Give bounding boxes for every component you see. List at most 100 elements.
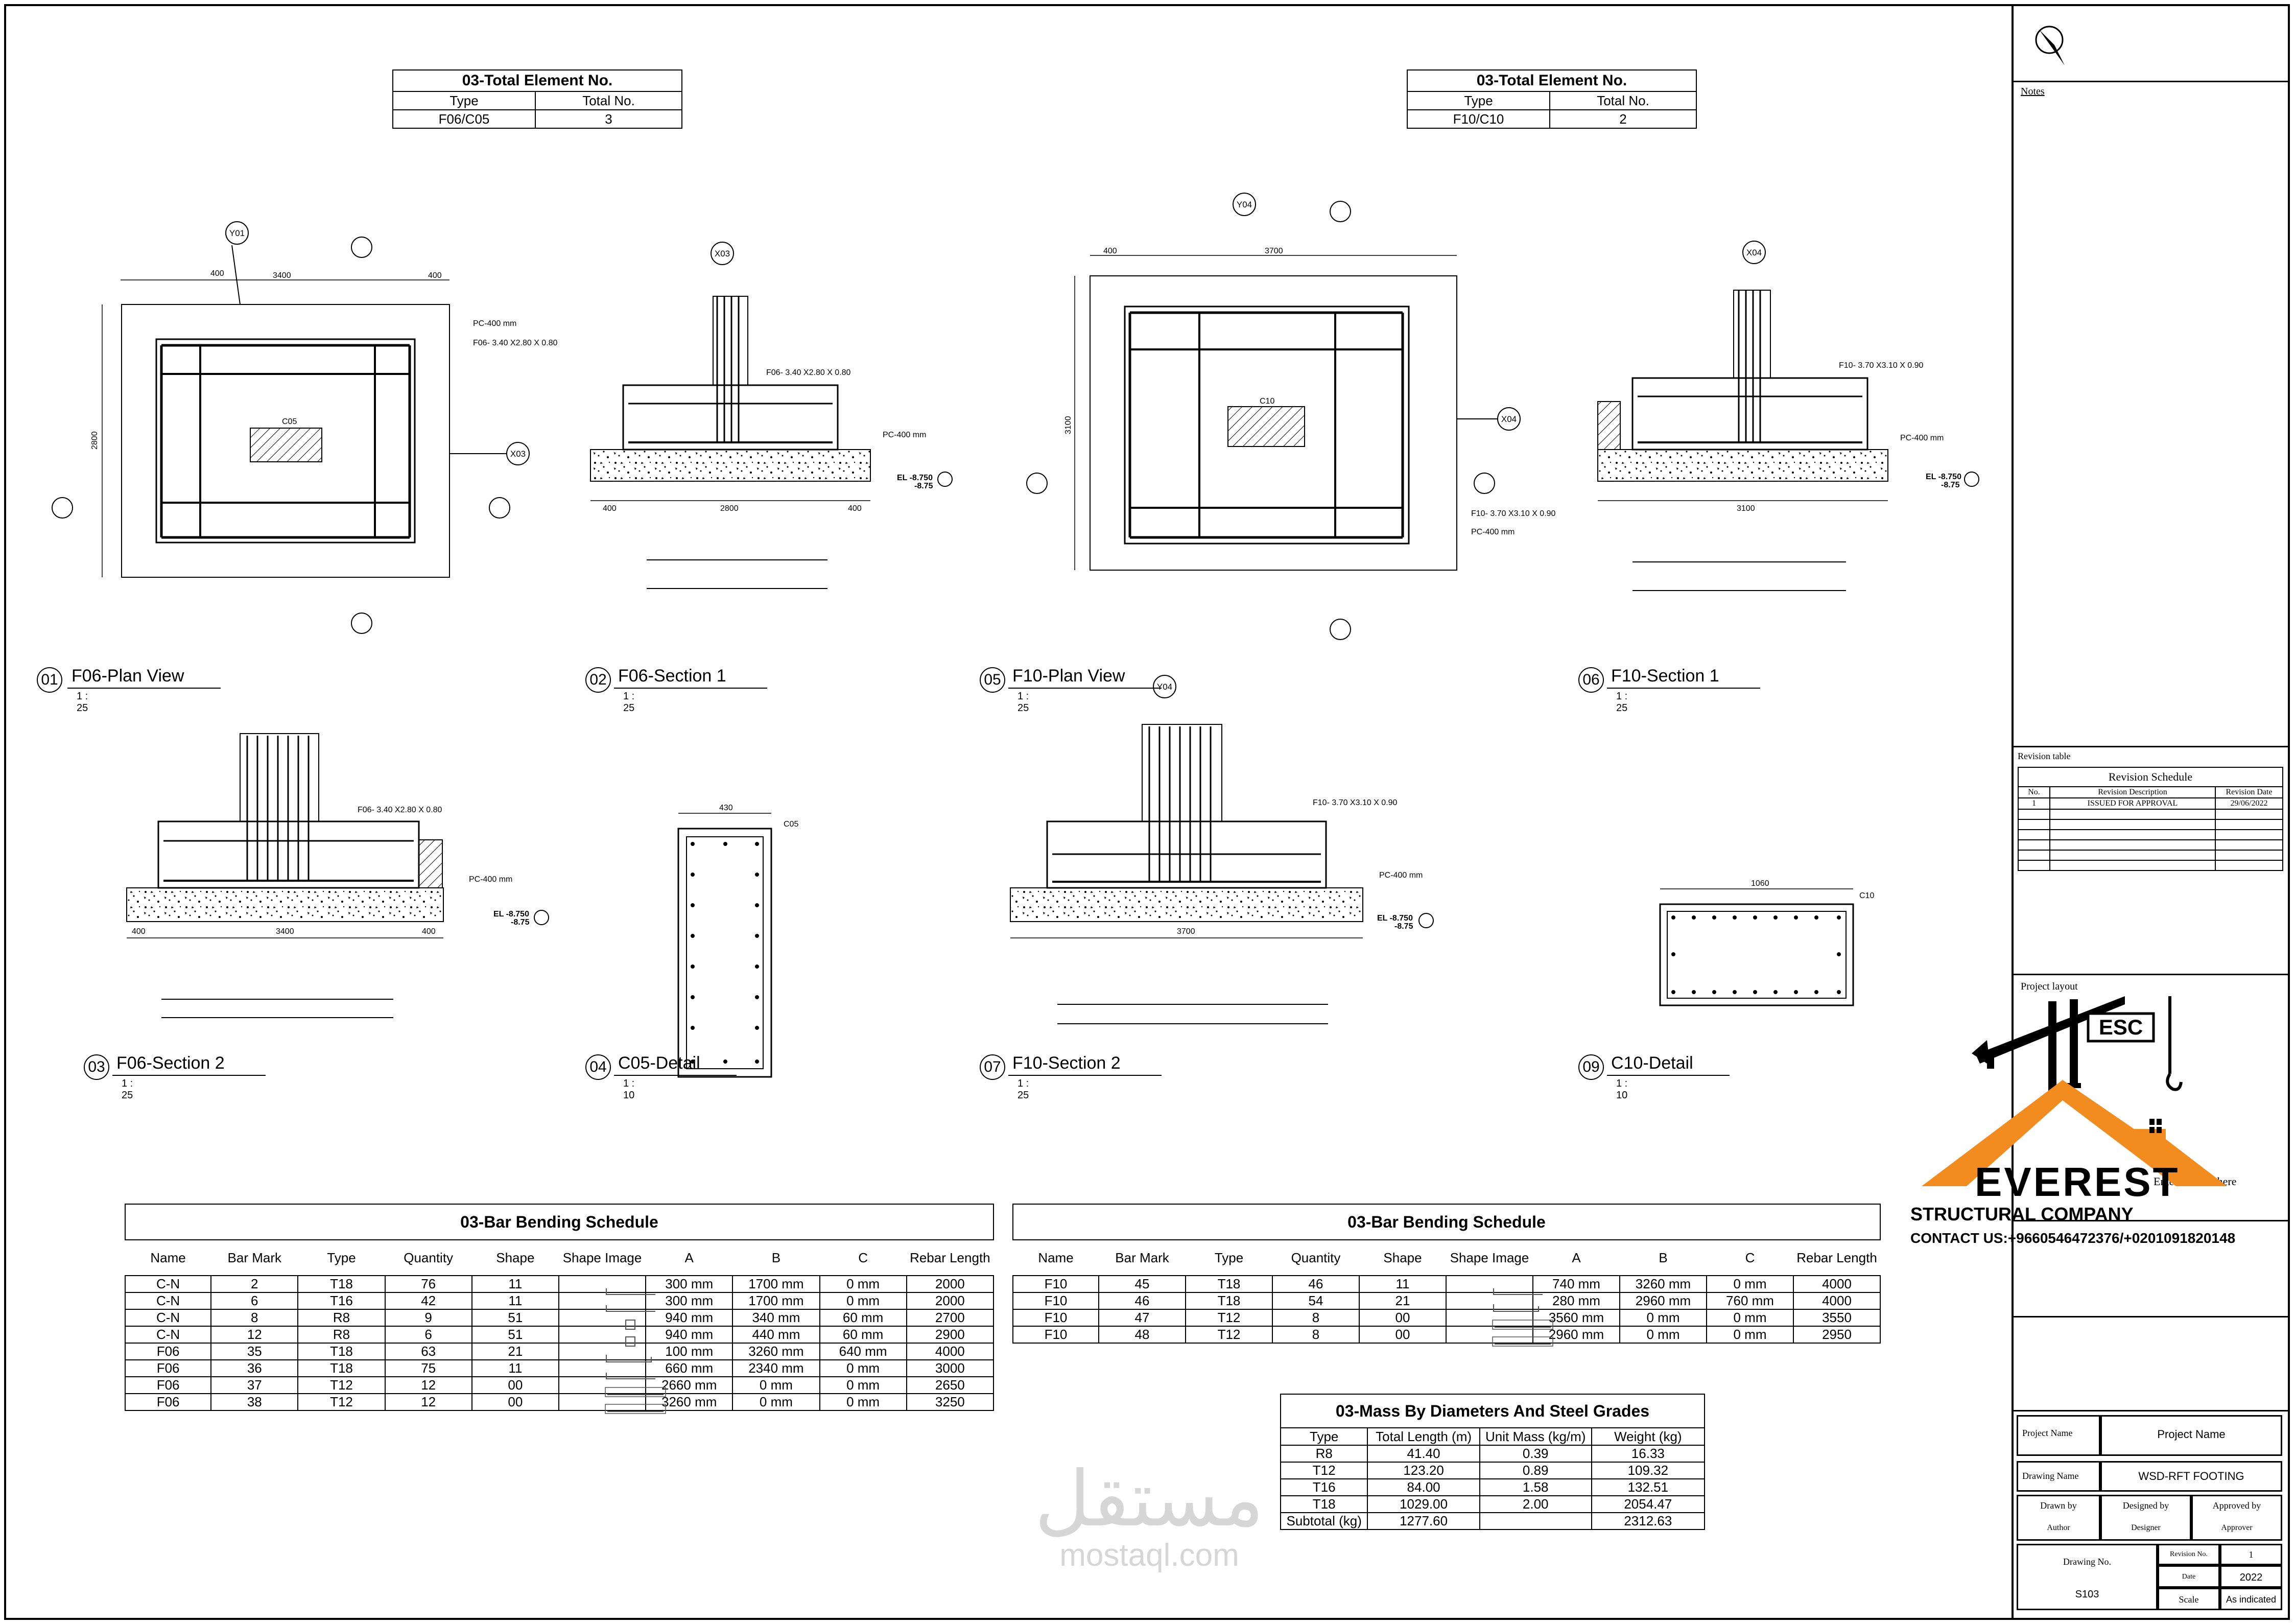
table-cell: T12	[297, 1393, 386, 1411]
table-cell: 0 mm	[819, 1393, 907, 1411]
dim-label: 400	[848, 504, 862, 513]
table-cell: R8	[297, 1309, 386, 1327]
table-cell: 42	[384, 1292, 472, 1310]
table-cell: 00	[1359, 1326, 1447, 1344]
sheet-border	[4, 4, 2290, 1620]
table-cell: 3550	[1793, 1309, 1881, 1327]
table-cell: F06	[124, 1359, 212, 1377]
table-cell: 0 mm	[819, 1359, 907, 1377]
table-cell: C-N	[124, 1326, 212, 1344]
table-cell: R8	[1280, 1445, 1368, 1463]
pc-label: PC-400 mm	[1900, 434, 1944, 442]
col-header: Type	[1280, 1427, 1368, 1446]
dim-label: 400	[422, 927, 436, 936]
table-cell: 3000	[906, 1359, 995, 1377]
table-cell: 00	[1359, 1309, 1447, 1327]
header-total: Total No.	[535, 91, 682, 110]
table-cell: T16	[297, 1292, 386, 1310]
grid-bubble-y04: Y04	[1237, 200, 1252, 209]
col-header: Bar Mark	[211, 1239, 298, 1276]
col-header: B	[732, 1239, 820, 1276]
view-number: 06	[1578, 667, 1604, 693]
date-cell: 2022	[2220, 1565, 2282, 1588]
table-cell: 100 mm	[645, 1343, 734, 1360]
f10-plan-annotations: Y04 X04 C10 F10- 3.70 X3.10 X 0.90 PC-40…	[1026, 193, 1556, 640]
table-cell: 0 mm	[1619, 1309, 1707, 1327]
revision-cell: 1	[2018, 797, 2050, 810]
table-cell: 2650	[906, 1376, 995, 1394]
view-title: F06-Plan View	[72, 666, 184, 686]
table-cell: 1700 mm	[732, 1275, 820, 1293]
table-cell: 16.33	[1591, 1445, 1706, 1463]
table-cell: T12	[1280, 1462, 1368, 1479]
pc-label: PC-400 mm	[883, 431, 926, 439]
mass-by-diameter-table: 03-Mass By Diameters And Steel Grades Ty…	[1280, 1394, 1706, 1530]
table-cell: C-N	[124, 1275, 212, 1293]
table-cell: 0 mm	[732, 1393, 820, 1411]
drawing-name-label-cell: Drawing Name	[2017, 1461, 2100, 1492]
grid-bubble-x04: X04	[1746, 248, 1762, 257]
table-cell: 0 mm	[1706, 1275, 1794, 1293]
drawing-name-label: Drawing Name	[2022, 1471, 2079, 1481]
view-number: 09	[1578, 1054, 1604, 1080]
table-cell: 2	[210, 1275, 299, 1293]
c10-detail	[1659, 888, 1854, 1006]
drawn-by-label: Drawn by	[2040, 1500, 2077, 1511]
drawing-area: 400 Y01 X03 PC-400 mm F06- 3.40 X2.80 X …	[52, 193, 1979, 1078]
table-cell: T12	[297, 1376, 386, 1394]
dim-label: 400	[1103, 247, 1117, 255]
dim-label: 400	[428, 271, 442, 280]
col-header: A	[646, 1239, 733, 1276]
view-scale: 1 : 25	[1018, 691, 1029, 714]
bar-bending-schedule-left: 03-Bar Bending Schedule Name Bar Mark Ty…	[124, 1204, 995, 1414]
view-number: 02	[585, 667, 611, 693]
view-number: 05	[980, 667, 1005, 693]
col-header: C	[819, 1239, 907, 1276]
designed-by-label: Designed by	[2122, 1500, 2169, 1511]
footing-size-label: F06- 3.40 X2.80 X 0.80	[473, 339, 558, 347]
table-cell: 740 mm	[1532, 1275, 1620, 1293]
table-cell: 0 mm	[1619, 1326, 1707, 1344]
table-cell: 54	[1272, 1292, 1360, 1310]
table-cell: 2.00	[1479, 1495, 1592, 1513]
shape-image-cell	[558, 1343, 652, 1362]
table-cell: 3250	[906, 1393, 995, 1411]
drawing-no: S103	[2075, 1589, 2099, 1600]
table-cell: 6	[384, 1326, 472, 1344]
table-cell: R8	[297, 1326, 386, 1344]
dim-label: 3400	[276, 927, 294, 936]
drawing-no-label: Drawing No.	[2063, 1557, 2111, 1567]
table-cell: 1277.60	[1367, 1512, 1480, 1530]
revision-schedule-title: Revision Schedule	[2018, 767, 2283, 787]
drawing-name-cell: WSD-RFT FOOTING	[2100, 1461, 2282, 1492]
table-cell: 47	[1098, 1309, 1186, 1327]
cell-total: 2	[1549, 109, 1697, 129]
scale-cell: As indicated	[2220, 1588, 2282, 1610]
shape-image-cell	[558, 1359, 656, 1379]
table-cell: 2000	[906, 1292, 995, 1310]
notes-label: Notes	[2021, 86, 2045, 97]
col-header: Shape Image	[558, 1239, 646, 1276]
col-header: No.	[2018, 786, 2050, 798]
f06-section-2	[126, 733, 444, 1018]
table-title: 03-Total Element No.	[1407, 69, 1697, 92]
header-type: Type	[1406, 91, 1551, 110]
drawing-no-cell: Drawing No. S103	[2017, 1544, 2158, 1610]
elevation-label: -8.75	[914, 482, 933, 490]
table-cell: 8	[1272, 1326, 1360, 1344]
column-label: C10	[1859, 891, 1874, 900]
company-logo: ESC EVEREST STRUCTURAL COMPANY CONTACT U…	[1910, 945, 2278, 1252]
dim-label: 2800	[90, 431, 99, 450]
revision-cell: ISSUED FOR APPROVAL	[2049, 797, 2216, 810]
table-cell: T16	[1280, 1478, 1368, 1496]
table-cell: T18	[297, 1275, 386, 1293]
view-title: C10-Detail	[1611, 1053, 1693, 1073]
footing-size-label: F06- 3.40 X2.80 X 0.80	[766, 368, 851, 377]
view-number: 03	[84, 1054, 109, 1080]
table-cell: 4000	[1793, 1292, 1881, 1310]
table-cell: T12	[1185, 1309, 1273, 1327]
shape-image-cell	[558, 1292, 656, 1312]
